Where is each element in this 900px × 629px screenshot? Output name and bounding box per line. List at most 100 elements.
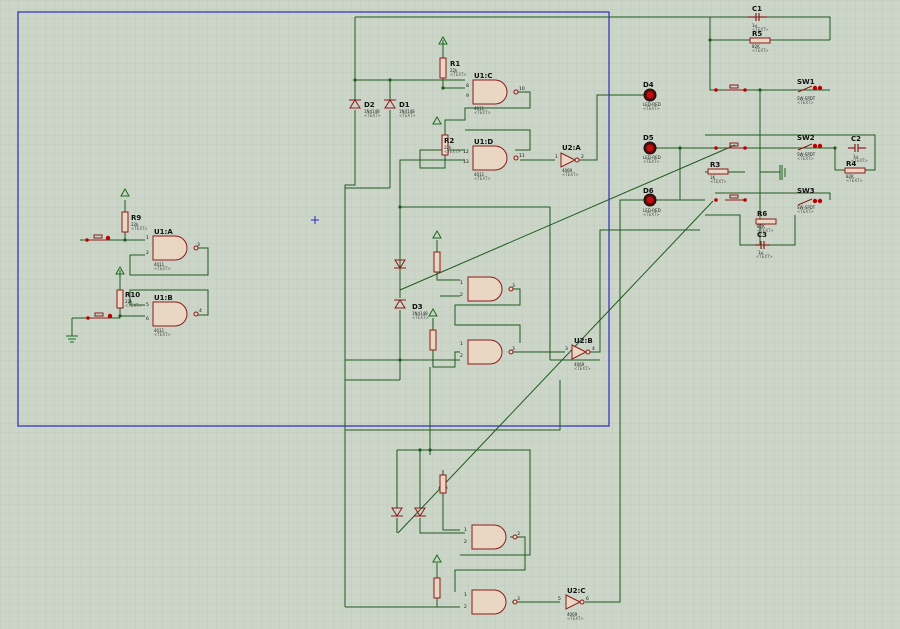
diode-d1[interactable] (384, 99, 396, 109)
pin-mid2-in1: 1 (460, 341, 463, 347)
diode-bot-a[interactable] (391, 507, 403, 517)
pin-bot1-in2: 2 (464, 539, 467, 545)
resistor-mid-b[interactable] (429, 329, 437, 351)
pin-u2b-out: 4 (592, 346, 595, 352)
label-r2-value: 22k (444, 145, 452, 150)
component-labels: C1 1u <TEXT> R5 82K <TEXT> SW1 SW-SPDT <… (125, 5, 868, 621)
label-c2-text: <TEXT> (851, 158, 868, 163)
label-r4-ref: R4 (846, 160, 856, 168)
label-c3-value: 1u (758, 250, 764, 255)
label-d2-text: <TEXT> (364, 113, 381, 118)
diode-d3[interactable] (394, 299, 406, 309)
label-u1b-value: 4011 (154, 328, 165, 333)
label-u2b-ref: U2:B (574, 337, 593, 345)
label-c1-ref: C1 (752, 5, 762, 13)
resistor-r2[interactable] (441, 134, 449, 156)
switch-sw1[interactable] (797, 85, 813, 93)
diode-mid-a[interactable] (394, 259, 406, 269)
ground-symbols (66, 165, 786, 343)
pin-bot2-in1: 1 (464, 592, 467, 598)
pin-u1d-out: 11 (519, 153, 525, 159)
resistor-mid-a[interactable] (433, 251, 441, 273)
label-c3-text: <TEXT> (756, 254, 773, 259)
resistor-r5[interactable] (749, 37, 771, 44)
pin-u1c-in1: 8 (466, 83, 469, 89)
diode-d2[interactable] (349, 99, 361, 109)
led-d6[interactable] (643, 193, 657, 207)
pushbutton-top[interactable] (725, 84, 745, 91)
pin-u1c-in2: 9 (466, 93, 469, 99)
capacitor-c1[interactable] (748, 13, 767, 21)
inverter-u2c[interactable] (565, 594, 585, 610)
label-sw2-ref: SW2 (797, 134, 815, 142)
pin-bot1-in1: 1 (464, 527, 467, 533)
gate-u1c[interactable] (472, 79, 508, 105)
label-c2-ref: C2 (851, 135, 861, 143)
capacitor-c3[interactable] (755, 241, 770, 249)
label-d5-text: <TEXT> (643, 159, 660, 164)
label-sw3-text: <TEXT> (797, 209, 814, 214)
gate-u1d[interactable] (472, 145, 508, 171)
inverter-u2b[interactable] (571, 344, 591, 360)
gate-bot-2[interactable] (471, 589, 507, 615)
pushbutton-mid[interactable] (725, 142, 745, 149)
label-u2b-value: 4069 (574, 362, 585, 367)
resistor-r9[interactable] (121, 211, 129, 233)
switches (90, 84, 813, 319)
label-d6-ref: D6 (643, 187, 654, 195)
pin-mid2-out: 3 (512, 346, 515, 352)
leds (643, 88, 657, 207)
gate-bot-1[interactable] (471, 524, 507, 550)
pushbutton-low[interactable] (725, 194, 745, 201)
gate-mid-1[interactable] (467, 276, 503, 302)
label-u1d-ref: U1:D (474, 138, 493, 146)
gate-u1b[interactable] (152, 301, 188, 327)
diode-bot-b[interactable] (414, 507, 426, 517)
gate-mid-2[interactable] (467, 339, 503, 365)
label-d3-text: <TEXT> (412, 315, 429, 320)
gate-u1a[interactable] (152, 235, 188, 261)
label-r1-value: 22k (450, 68, 458, 73)
label-u1b-text: <TEXT> (154, 332, 171, 337)
label-u2a-text: <TEXT> (562, 172, 579, 177)
resistor-r6[interactable] (755, 218, 777, 225)
label-r4-value: 82K (846, 174, 854, 179)
switch-sw2[interactable] (797, 143, 813, 151)
pushbutton-u1a[interactable] (90, 234, 108, 241)
resistor-r10[interactable] (116, 289, 124, 309)
resistor-r4[interactable] (844, 167, 866, 174)
pushbutton-u1b[interactable] (90, 312, 110, 319)
resistor-bot-b[interactable] (433, 577, 441, 599)
label-r3-ref: R3 (710, 161, 720, 169)
switch-sw3[interactable] (797, 198, 813, 206)
resistor-r3[interactable] (707, 168, 729, 175)
label-u1c-text: <TEXT> (474, 110, 491, 115)
label-u2c-text: <TEXT> (567, 616, 584, 621)
pin-u1d-in2: 13 (463, 159, 469, 165)
label-d6-text: <TEXT> (643, 212, 660, 217)
resistor-bot-a[interactable] (439, 474, 447, 494)
label-d1-value: 1N4148 (399, 109, 415, 114)
label-r2-text: <TEXT> (444, 149, 461, 154)
label-d5-ref: D5 (643, 134, 654, 142)
label-r10-value: 22k (125, 299, 133, 304)
led-d5[interactable] (643, 141, 657, 155)
capacitor-c2[interactable] (848, 144, 866, 152)
resistor-r1[interactable] (439, 57, 447, 79)
inverters (560, 152, 591, 610)
pin-numbers: 8 9 10 12 13 11 1 2 1 2 3 5 6 4 1 2 3 1 … (146, 83, 595, 610)
pin-u1b-in2: 6 (146, 316, 149, 322)
inverter-u2a[interactable] (560, 152, 580, 168)
label-d5-value: LED-RED (643, 155, 661, 160)
label-sw1-value: SW-SPDT (797, 96, 816, 101)
label-d1-ref: D1 (399, 101, 410, 109)
pin-u1a-out: 3 (197, 242, 200, 248)
capacitors (748, 13, 866, 249)
led-d4[interactable] (643, 88, 657, 102)
label-r6-value: 82K (757, 224, 765, 229)
pin-u2a-out: 2 (581, 154, 584, 160)
label-c2-value: 1u (853, 154, 859, 159)
label-r10-text: <TEXT> (125, 303, 142, 308)
label-d3-ref: D3 (412, 303, 423, 311)
